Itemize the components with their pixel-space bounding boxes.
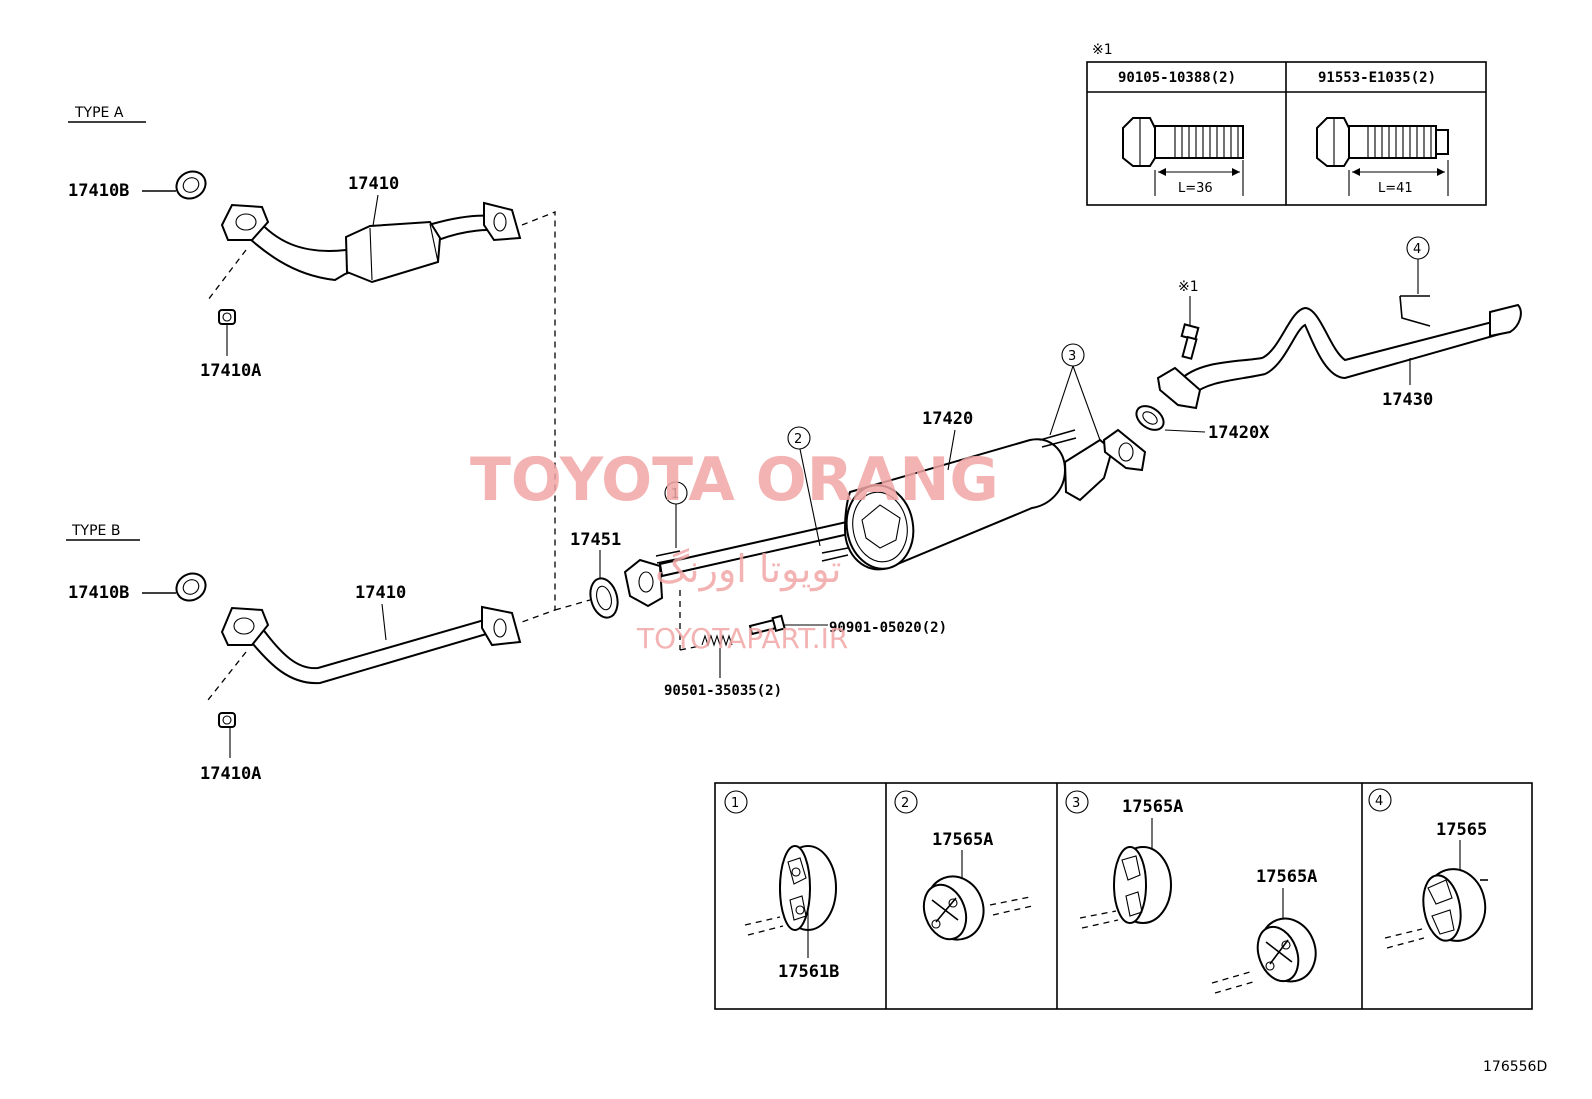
part-17430: 17430 — [1382, 390, 1433, 410]
part-17561b: 17561B — [778, 962, 839, 982]
callout-3: 3 — [1049, 343, 1101, 441]
tail-pipe-17430 — [1156, 295, 1522, 410]
gasket-ring-17410b-b — [175, 572, 207, 602]
watermark: TOYOTA ORANG تویوتا اورنگ TOYOTAPART.IR — [470, 445, 999, 655]
part-17410a-type-b: 17410A — [200, 764, 261, 784]
center-pipe — [623, 508, 904, 608]
bolt-spec-table: ※1 90105-10388(2) 91553-E1035(2) L=36 — [1086, 42, 1487, 206]
hanger-panels: 1 17561B 2 17565A — [714, 782, 1533, 1010]
type-a-group: TYPE A 17410B 17410 17410A — [68, 105, 522, 381]
part-17565a-panel3-top: 17565A — [1122, 797, 1183, 817]
part-90901-05020: 90901-05020(2) — [829, 620, 947, 636]
part-17420: 17420 — [922, 409, 973, 429]
part-17420x: 17420X — [1208, 423, 1270, 443]
nut-17410a-a — [218, 309, 236, 325]
panel-1-number: 1 — [731, 796, 739, 811]
bolt-table-mark: ※1 — [1092, 42, 1113, 58]
svg-text:3: 3 — [1068, 349, 1076, 364]
rubber-hanger-17561b — [779, 845, 837, 931]
panel-4-number: 4 — [1375, 794, 1383, 809]
type-a-label: TYPE A — [74, 105, 124, 121]
type-connector-dashed — [521, 211, 556, 623]
part-17410b-type-a: 17410B — [68, 181, 129, 201]
hanger-panel-4: 4 17565 — [1368, 788, 1488, 949]
front-pipe-with-catalyst — [220, 201, 522, 284]
part-17565: 17565 — [1436, 820, 1487, 840]
svg-text:1: 1 — [671, 487, 679, 502]
part-90501-35035: 90501-35035(2) — [664, 683, 782, 699]
hanger-panel-1: 1 17561B — [724, 790, 839, 982]
front-pipe-straight — [220, 605, 522, 685]
ref-mark-bolt: ※1 — [1178, 279, 1199, 295]
bolt-90105-10388-drawing: L=36 — [1122, 117, 1244, 196]
part-17410a-type-a: 17410A — [200, 361, 261, 381]
type-b-label: TYPE B — [71, 523, 120, 539]
muffler-17420 — [843, 429, 1114, 571]
watermark-persian: تویوتا اورنگ — [655, 547, 842, 592]
muffler-flange — [1102, 428, 1147, 472]
rubber-hanger-17565a-p2 — [922, 875, 985, 941]
part-17410b-type-b: 17410B — [68, 583, 129, 603]
bolt-91553-e1035-drawing: L=41 — [1316, 117, 1449, 196]
callout-4: 4 — [1406, 236, 1430, 294]
part-17451: 17451 — [570, 530, 621, 550]
hanger-panel-3: 3 17565A 17565A — [1065, 790, 1317, 994]
rubber-hanger-17565a-p3-bottom — [1256, 917, 1317, 983]
watermark-url: TOYOTAPART.IR — [636, 622, 848, 655]
bolt-col1-part: 90105-10388(2) — [1118, 70, 1236, 86]
bolt-ref-1 — [1180, 323, 1200, 360]
bolt-90901-05020 — [748, 614, 786, 636]
panel-3-number: 3 — [1072, 796, 1080, 811]
part-17565a-panel2: 17565A — [932, 830, 993, 850]
callout-1: 1 — [664, 481, 688, 548]
watermark-main: TOYOTA ORANG — [470, 445, 999, 515]
nut-17410a-b — [218, 712, 236, 728]
rubber-hanger-17565 — [1422, 868, 1488, 942]
callout-2: 2 — [787, 426, 821, 547]
svg-text:4: 4 — [1413, 242, 1421, 257]
rubber-hanger-17565a-p3-top — [1113, 846, 1172, 924]
gasket-17451 — [589, 577, 619, 619]
gasket-ring-17410b-a — [175, 170, 207, 200]
diagram-id: 176556D — [1483, 1059, 1547, 1075]
gasket-17420x — [1135, 405, 1165, 431]
bolt-col1-length: L=36 — [1178, 181, 1213, 196]
bolt-col2-length: L=41 — [1378, 181, 1413, 196]
part-17565a-panel3-bottom: 17565A — [1256, 867, 1317, 887]
part-17410-type-b: 17410 — [355, 583, 406, 603]
spring-90501-35035 — [701, 634, 733, 647]
part-17410-type-a: 17410 — [348, 174, 399, 194]
panel-2-number: 2 — [901, 796, 909, 811]
bolt-col2-part: 91553-E1035(2) — [1318, 70, 1436, 86]
type-b-group: TYPE B 17410B 17410 17410A — [66, 523, 522, 784]
svg-text:2: 2 — [794, 432, 802, 447]
hanger-panel-2: 2 17565A — [894, 790, 1033, 941]
